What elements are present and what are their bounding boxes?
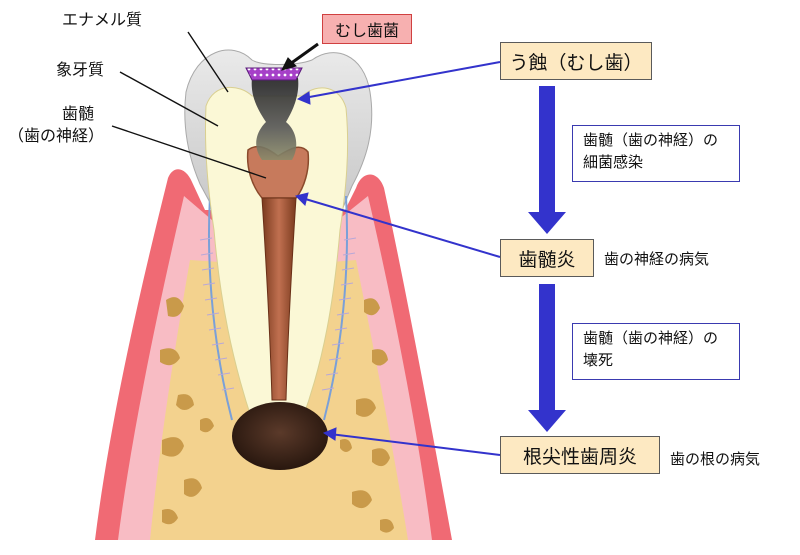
stage-pulpitis: 歯髄炎 [500,239,594,277]
transition-note-1: 歯髄（歯の神経）の 細菌感染 [572,125,740,182]
stage-pulpitis-description: 歯の神経の病気 [604,250,710,268]
periodontal-ligament-left [208,195,233,421]
transition-note-1-line2: 細菌感染 [583,152,644,171]
transition-note-2-line2: 壊死 [583,350,614,369]
label-pulp-line1: 歯髄 [61,104,94,123]
ligament-fibers [199,237,357,391]
label-enamel: エナメル質 [62,10,143,29]
label-pulp: 歯髄 [38,104,118,124]
transition-note-1-line1: 歯髄（歯の神経）の [583,131,719,149]
stage-caries: う蝕（むし歯） [500,42,652,80]
label-leaders [111,31,267,179]
stage-apical-periodontitis-description: 歯の根の病気 [670,450,761,468]
apical-lesion [232,402,328,470]
enamel-leader [187,31,229,93]
periodontal-ligament-right [323,195,348,421]
caries-tag: むし歯菌 [322,14,412,44]
flow-arrows [528,86,566,432]
transition-note-2-line1: 歯髄（歯の神経）の [583,329,719,347]
stage-apical-periodontitis: 根尖性歯周炎 [500,436,660,474]
dentin-leader [119,71,219,127]
caries-lesion [245,67,303,81]
bone-trabeculae [160,297,394,533]
label-dentin: 象牙質 [56,60,105,79]
label-pulp-line2: （歯の神経） [8,126,105,145]
decay-cavity [251,78,299,160]
transition-note-2: 歯髄（歯の神経）の 壊死 [572,323,740,380]
pulp-leader [111,125,267,179]
stage-pointers [295,61,501,456]
caries-arrow [281,42,319,71]
root-canal [261,197,297,401]
